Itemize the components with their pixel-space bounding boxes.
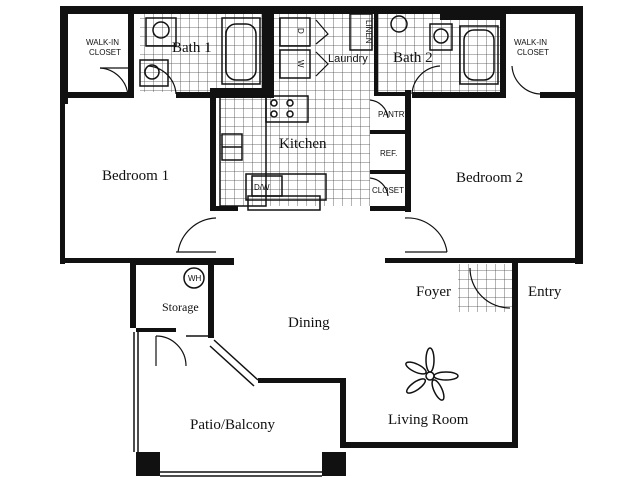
laundry-fixtures — [279, 13, 373, 79]
laundry-label: Laundry — [328, 53, 368, 65]
bedroom1-label: Bedroom 1 — [102, 168, 169, 184]
bath2-floor — [374, 14, 500, 92]
kitchen-label: Kitchen — [279, 136, 327, 152]
windows — [61, 110, 322, 477]
walkin2-label-bottom: CLOSET — [517, 48, 549, 57]
living-label: Living Room — [388, 412, 469, 428]
ceiling-fan-icon — [405, 347, 459, 401]
dishwasher-label: D/W — [254, 183, 270, 192]
kitchen-fixtures — [219, 95, 327, 211]
storage-label: Storage — [162, 300, 199, 314]
ref-label: REF. — [380, 149, 397, 158]
bath2-fixtures — [390, 15, 499, 85]
walkin2-label-top: WALK-IN — [514, 38, 547, 47]
closet-label: CLOSET — [372, 186, 404, 195]
walkin1-label-bottom: CLOSET — [89, 48, 121, 57]
foyer-label: Foyer — [416, 284, 451, 300]
dryer-label: D — [296, 28, 305, 34]
washer-label: W — [296, 60, 305, 68]
entry-label: Entry — [528, 284, 562, 300]
doors — [99, 65, 541, 367]
bedroom2-label: Bedroom 2 — [456, 170, 523, 186]
patio-label: Patio/Balcony — [190, 417, 275, 433]
foyer-floor — [458, 264, 512, 312]
water-heater — [183, 267, 205, 289]
bath2-label: Bath 2 — [393, 50, 433, 66]
bath1-floor — [140, 14, 262, 92]
water-heater-label: WH — [188, 274, 202, 283]
pantry-label: PANTRY — [378, 110, 410, 119]
bath1-label: Bath 1 — [172, 40, 212, 56]
walkin1-label-top: WALK-IN — [86, 38, 119, 47]
dining-label: Dining — [288, 315, 330, 331]
linen-label: LINEN — [364, 20, 373, 44]
kitchen-floor — [220, 92, 370, 206]
laundry-floor — [274, 14, 374, 92]
bath1-fixtures — [139, 17, 261, 87]
